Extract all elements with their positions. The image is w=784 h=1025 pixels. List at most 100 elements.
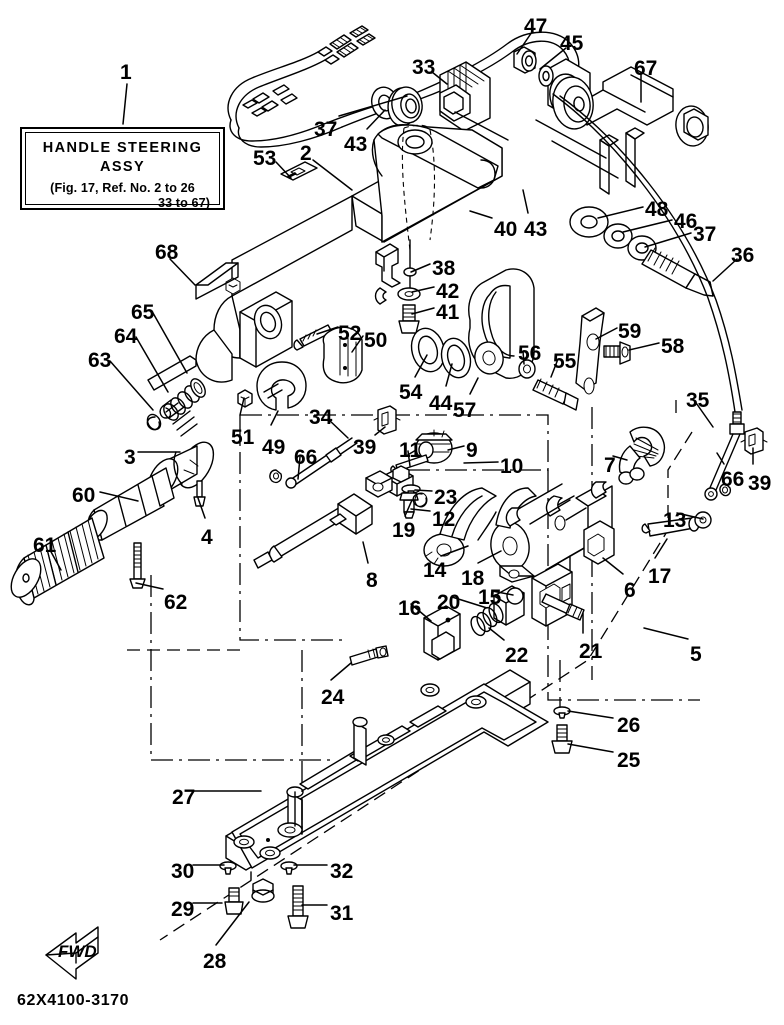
callout-2: 2 xyxy=(300,142,312,165)
callout-25: 25 xyxy=(617,749,641,772)
bolt-21 xyxy=(541,593,585,621)
callout-44: 44 xyxy=(429,392,453,415)
clip-66-right xyxy=(719,483,732,497)
callout-43b: 43 xyxy=(524,218,548,241)
nut-51 xyxy=(237,389,253,408)
leader-37b xyxy=(644,232,692,248)
collar-48 xyxy=(569,206,609,238)
leader-26 xyxy=(567,710,614,719)
leader-63 xyxy=(109,360,154,411)
callout-65: 65 xyxy=(131,301,155,324)
callout-5: 5 xyxy=(690,643,702,666)
leader-25 xyxy=(567,743,614,753)
callout-12: 12 xyxy=(432,508,456,531)
leader-60 xyxy=(99,491,139,502)
callout-33: 33 xyxy=(412,56,436,79)
leader-57 xyxy=(469,377,479,395)
leader-12 xyxy=(410,508,431,512)
leader-28 xyxy=(215,901,250,946)
washer-54 xyxy=(410,327,446,373)
callout-7: 7 xyxy=(604,454,616,477)
leader-64 xyxy=(135,336,169,393)
callout-39b: 39 xyxy=(748,472,772,495)
leader-38 xyxy=(410,263,431,273)
leader-49 xyxy=(270,410,279,426)
leader-59 xyxy=(595,327,618,340)
callout-49: 49 xyxy=(262,436,286,459)
fwd-label: FWD xyxy=(58,942,97,961)
leader-51 xyxy=(239,397,245,416)
roller-big xyxy=(552,76,594,130)
washer-42 xyxy=(397,287,421,301)
knob-50 xyxy=(322,326,363,384)
lower-mechanism xyxy=(120,400,712,941)
callout-26: 26 xyxy=(617,714,641,737)
callout-16: 16 xyxy=(398,597,422,620)
washer-13 xyxy=(694,511,712,529)
washer-56 xyxy=(518,359,536,379)
callout-1: 1 xyxy=(120,61,132,84)
clip-63 xyxy=(146,413,162,431)
callout-14: 14 xyxy=(423,559,447,582)
bolt-58 xyxy=(603,341,631,365)
callout-35: 35 xyxy=(686,389,710,412)
leader-33 xyxy=(431,71,448,85)
ball-15 xyxy=(506,587,524,605)
grip-assembly xyxy=(10,361,307,606)
callout-34: 34 xyxy=(309,406,333,429)
tag-53 xyxy=(280,161,318,181)
title-line-3: (Fig. 17, Ref. No. 2 to 26 xyxy=(50,181,195,195)
leader-24 xyxy=(330,662,352,681)
leader-20 xyxy=(451,596,488,609)
callout-62: 62 xyxy=(164,591,188,614)
leader-43a xyxy=(366,109,386,130)
title-box: HANDLE STEERING ASSY (Fig. 17, Ref. No. … xyxy=(20,127,225,210)
callout-52: 52 xyxy=(338,322,362,345)
callout-3: 3 xyxy=(124,446,136,469)
callout-23: 23 xyxy=(434,486,458,509)
leader-36 xyxy=(712,258,738,282)
callout-22: 22 xyxy=(505,644,529,667)
diagram-part-number: 62X4100-3170 xyxy=(17,992,130,1009)
lever-59 xyxy=(575,307,605,395)
callout-4: 4 xyxy=(201,526,213,549)
fastener-26-25 xyxy=(551,660,573,754)
washer-32 xyxy=(280,861,298,875)
callout-60: 60 xyxy=(72,484,96,507)
callout-18: 18 xyxy=(461,567,485,590)
bolt-41 xyxy=(398,304,420,334)
callout-31: 31 xyxy=(330,902,354,925)
bolt-29 xyxy=(224,887,244,915)
callout-30: 30 xyxy=(171,860,195,883)
bolt-36 xyxy=(641,247,714,297)
fwd-arrow xyxy=(45,926,99,980)
leader-54 xyxy=(414,354,428,378)
title-line-4: 33 to 67) xyxy=(158,196,210,210)
bolt-55 xyxy=(532,378,579,411)
clamp-49 xyxy=(256,361,307,411)
clip-39-left xyxy=(373,405,401,435)
cable-end-35 xyxy=(704,411,745,501)
nut-28 xyxy=(251,878,275,903)
callout-41: 41 xyxy=(436,301,460,324)
lever-7 xyxy=(618,426,666,485)
leader-6 xyxy=(602,557,624,575)
callout-43a: 43 xyxy=(344,133,368,156)
callout-46: 46 xyxy=(674,210,698,233)
steering-arm-body xyxy=(147,124,503,391)
leader-7 xyxy=(612,455,628,461)
clip-19 xyxy=(412,492,428,508)
bolt-25 xyxy=(551,724,573,754)
washer-37r xyxy=(627,235,657,261)
callout-64: 64 xyxy=(114,325,138,348)
callout-37a: 37 xyxy=(314,118,338,141)
leader-45 xyxy=(539,47,567,70)
callout-66a: 66 xyxy=(294,446,318,469)
callout-66b: 66 xyxy=(721,468,745,491)
bracket-67 xyxy=(513,46,709,195)
callout-32: 32 xyxy=(330,860,354,883)
leader-13 xyxy=(676,512,704,520)
leader-43b xyxy=(522,189,529,214)
leader-14 xyxy=(440,545,469,557)
